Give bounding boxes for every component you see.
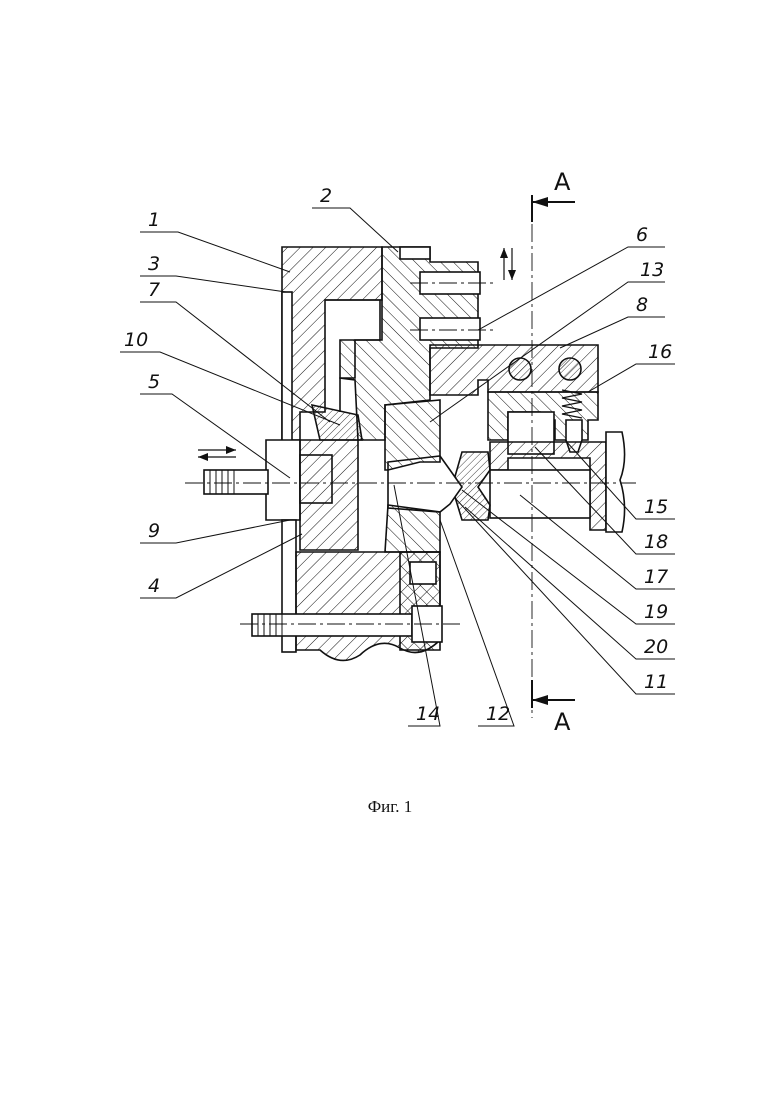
lower-screw-14-head xyxy=(410,562,436,584)
callout-5: 5 xyxy=(148,371,160,393)
leader-4 xyxy=(140,534,302,598)
leader-12 xyxy=(440,520,514,726)
leader-2 xyxy=(312,208,398,252)
figure-caption: Фиг. 1 xyxy=(0,797,780,817)
callout-3: 3 xyxy=(148,253,160,275)
nut-part-9 xyxy=(266,440,300,520)
motion-arrowhead-3 xyxy=(500,248,508,258)
callout-4: 4 xyxy=(148,575,160,597)
roller-part-13-right xyxy=(559,358,581,380)
callout-2: 2 xyxy=(320,185,332,207)
back-plate-part-3 xyxy=(282,292,292,442)
leader-3 xyxy=(140,276,286,292)
leader-16 xyxy=(588,364,675,392)
leader-6 xyxy=(478,247,665,330)
callout-9: 9 xyxy=(148,520,160,542)
callout-17: 17 xyxy=(644,566,668,588)
motion-arrowhead-1 xyxy=(226,446,236,454)
callout-11: 11 xyxy=(644,671,668,693)
callout-7: 7 xyxy=(148,279,160,301)
roller-part-13-left xyxy=(509,358,531,380)
callout-8: 8 xyxy=(636,294,648,316)
callout-18: 18 xyxy=(644,531,668,553)
motion-arrowhead-4 xyxy=(508,270,516,280)
leader-1 xyxy=(140,232,290,272)
screw-part-6-lower xyxy=(420,318,480,340)
section-label-top: А xyxy=(554,168,571,196)
wedge-part-7 xyxy=(312,405,362,440)
callout-1: 1 xyxy=(148,209,160,231)
clamp-end-plate xyxy=(606,432,625,532)
leader-9 xyxy=(140,520,290,543)
callout-19: 19 xyxy=(644,601,668,623)
callout-20: 20 xyxy=(644,636,668,658)
motion-arrowhead-2 xyxy=(198,453,208,461)
lower-body-part-4 xyxy=(300,440,358,550)
callout-15: 15 xyxy=(644,496,668,518)
callout-14: 14 xyxy=(416,703,440,725)
plate-part-12 xyxy=(385,400,440,470)
callout-13: 13 xyxy=(640,259,664,281)
section-arrowhead-top xyxy=(532,197,548,207)
jaw-notch xyxy=(400,247,430,259)
callout-16: 16 xyxy=(648,341,672,363)
plate-part-12-lower xyxy=(385,505,440,552)
callout-6: 6 xyxy=(636,224,648,246)
section-label-bottom: А xyxy=(554,708,571,736)
section-arrowhead-bottom xyxy=(532,695,548,705)
screw-shank-part-5 xyxy=(204,470,268,494)
callout-12: 12 xyxy=(486,703,510,725)
callout-10: 10 xyxy=(124,329,148,351)
